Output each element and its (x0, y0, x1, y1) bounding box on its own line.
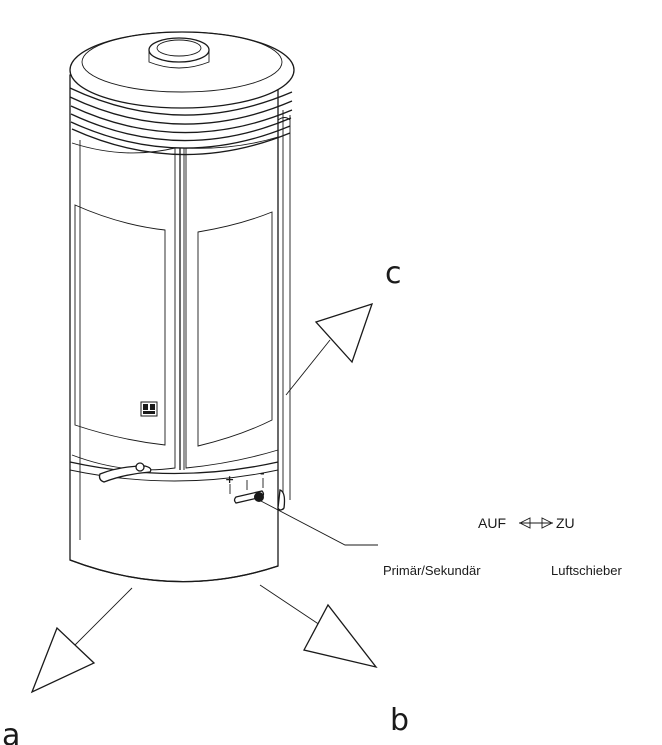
open-close-arrow (518, 517, 554, 529)
window-left (74, 204, 166, 446)
stove-body: + - (69, 31, 295, 583)
leader-line (258, 499, 378, 546)
label-zu: ZU (556, 515, 575, 531)
plus-symbol: + (225, 473, 234, 486)
minus-symbol: - (260, 467, 265, 480)
label-air-slider: Luftschieber (551, 563, 622, 578)
label-primary-secondary: Primär/Sekundär (383, 563, 481, 578)
stove-cylinder (69, 74, 279, 583)
label-a: a (2, 718, 20, 745)
arrow-a (30, 587, 133, 694)
air-control-slider: + - (225, 467, 265, 504)
label-auf: AUF (478, 515, 506, 531)
door-left (71, 142, 176, 471)
arrow-b (259, 584, 378, 669)
label-b: b (390, 703, 409, 738)
side-knob (277, 489, 286, 511)
door-right (185, 136, 279, 469)
logo-badge (140, 401, 158, 417)
label-c: c (385, 256, 402, 291)
window-right (197, 211, 273, 447)
arrow-c (285, 302, 374, 396)
